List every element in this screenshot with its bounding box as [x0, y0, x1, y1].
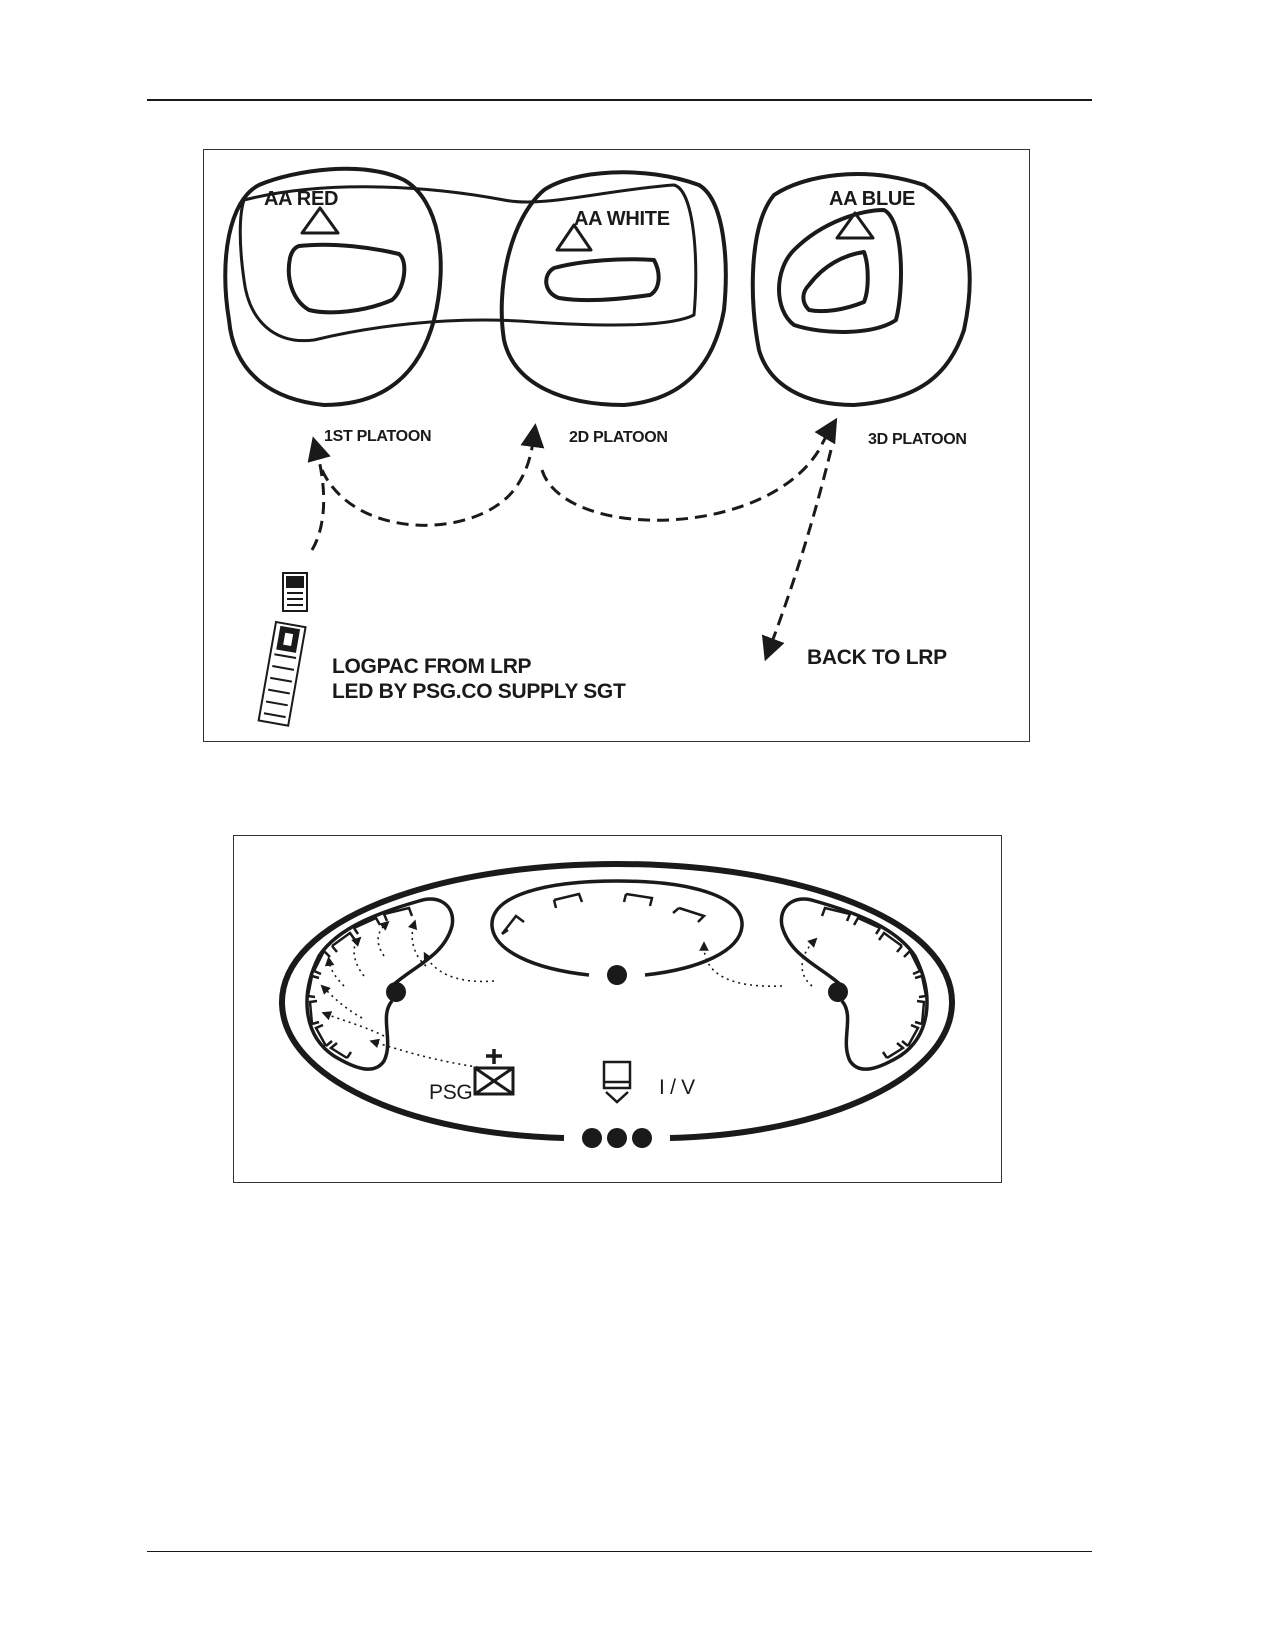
footer-rule — [147, 1551, 1092, 1552]
iv-vehicle-symbol — [602, 1060, 632, 1104]
aa-white-triangle — [555, 223, 593, 252]
hq-dot-2 — [607, 1128, 627, 1148]
perimeter-layout-diagram — [278, 860, 956, 1148]
left-platoon-lobe — [305, 897, 455, 1071]
aa-red-outer-contour — [223, 166, 443, 407]
route-1st-to-2d-platoon — [320, 423, 545, 527]
hq-dot-1 — [582, 1128, 602, 1148]
center-fighting-positions — [501, 892, 707, 936]
supply-truck-icon — [282, 572, 308, 612]
logpac-line-1: LOGPAC FROM LRP — [332, 655, 532, 678]
logpac-route-figure: AA RED AA WHITE AA BLUE 1ST PLATOON 2D P… — [203, 149, 1030, 742]
center-platoon-leader-dot — [607, 965, 627, 985]
right-platoon-leader-dot — [828, 982, 848, 1002]
2d-platoon-label: 2D PLATOON — [569, 429, 668, 446]
aa-red-triangle — [300, 206, 340, 235]
logpac-route-diagram — [223, 166, 972, 727]
supply-convoy-icon — [257, 620, 307, 727]
aa-red-label: AA RED — [264, 188, 339, 210]
aa-blue-label: AA BLUE — [829, 188, 916, 210]
resupply-route-center — [423, 951, 495, 983]
route-2d-to-3d-platoon — [540, 417, 838, 522]
back-to-lrp-label: BACK TO LRP — [807, 646, 947, 669]
3d-platoon-label: 3D PLATOON — [868, 431, 967, 448]
aa-red-inner-contour — [286, 242, 407, 315]
aa-blue-outer-contour — [750, 172, 972, 407]
aa-blue-middle-contour — [777, 208, 903, 334]
header-rule — [147, 99, 1092, 101]
psg-symbol — [473, 1049, 515, 1096]
aa-white-inner-contour — [544, 257, 661, 303]
left-platoon-leader-dot — [386, 982, 406, 1002]
aa-blue-triangle — [835, 211, 875, 240]
aa-white-label: AA WHITE — [574, 208, 670, 230]
hq-dot-3 — [632, 1128, 652, 1148]
right-fighting-positions — [820, 906, 928, 1060]
aa-blue-inner-contour — [801, 250, 870, 314]
right-platoon-lobe — [779, 897, 929, 1071]
iv-label: I / V — [659, 1076, 695, 1099]
1st-platoon-label: 1ST PLATOON — [324, 428, 432, 445]
perimeter-ellipse — [278, 860, 956, 1141]
route-back-to-lrp — [761, 449, 833, 662]
perimeter-layout-figure: PSG I / V — [233, 835, 1002, 1183]
center-platoon-oval — [490, 879, 744, 977]
psg-label: PSG — [429, 1081, 473, 1104]
resupply-route-psg — [369, 1038, 485, 1069]
connecting-contour — [238, 183, 698, 343]
resupply-route-right — [699, 941, 783, 987]
logpac-line-2: LED BY PSG.CO SUPPLY SGT — [332, 680, 626, 703]
route-to-1st-platoon — [307, 436, 331, 551]
